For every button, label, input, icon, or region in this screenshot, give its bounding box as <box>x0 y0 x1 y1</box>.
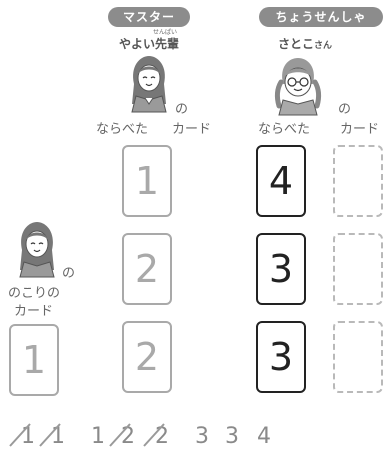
master-avatar-icon <box>131 56 167 113</box>
challenger-particle: の <box>338 102 352 117</box>
master-card-3: 2 <box>122 321 172 393</box>
challenger-badge: ちょうせんしゃ <box>259 7 383 27</box>
remaining-label-line1: のこりの <box>8 286 61 301</box>
master-card-1: 1 <box>122 145 172 217</box>
challenger-label-order: ならべた <box>258 122 311 137</box>
challenger-name: さとこさん <box>265 35 345 52</box>
master-particle: の <box>175 102 189 117</box>
master-badge: マスター <box>108 7 190 27</box>
strike-mark <box>143 423 165 447</box>
remaining-label-line2: カード <box>14 304 54 319</box>
empty-card-slot <box>333 233 383 305</box>
sequence-value: 3 <box>195 424 209 449</box>
remaining-avatar-icon <box>19 222 55 278</box>
master-name-main: やよい <box>118 37 155 51</box>
challenger-card-3: 3 <box>256 321 306 393</box>
sequence-value: 4 <box>257 424 271 449</box>
master-name: やよいせんぱい先輩 <box>108 29 190 52</box>
sequence-value: 1 <box>91 424 105 449</box>
master-card-2: 2 <box>122 233 172 305</box>
remaining-card-1: 1 <box>9 324 59 396</box>
master-name-ruby: せんぱい <box>153 29 178 36</box>
master-label-card: カード <box>172 122 212 137</box>
challenger-card-1: 4 <box>256 145 306 217</box>
strike-mark <box>39 423 61 447</box>
challenger-name-suffix: さん <box>314 41 333 51</box>
challenger-label-card: カード <box>340 122 380 137</box>
challenger-card-2: 3 <box>256 233 306 305</box>
strike-mark <box>109 423 131 447</box>
strike-mark <box>9 423 31 447</box>
master-label-order: ならべた <box>96 122 149 137</box>
empty-card-slot <box>333 321 383 393</box>
sequence-value: 3 <box>225 424 239 449</box>
empty-card-slot <box>333 145 383 217</box>
challenger-name-main: さとこ <box>277 37 314 51</box>
challenger-avatar-icon <box>274 58 322 116</box>
master-name-kanji: 先輩 <box>155 37 180 51</box>
strike-marks <box>9 423 165 447</box>
remaining-particle: の <box>62 266 76 281</box>
